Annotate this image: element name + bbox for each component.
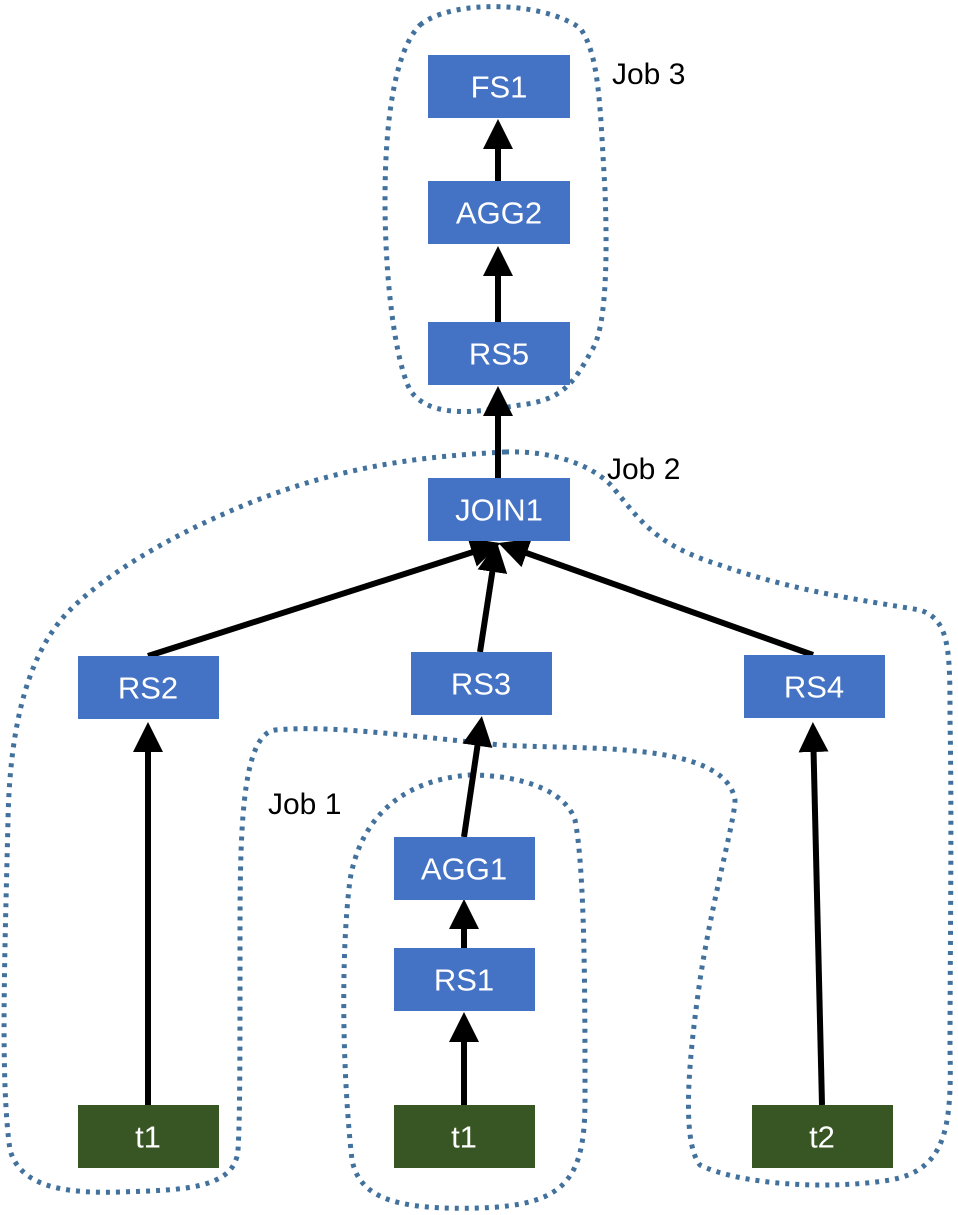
edge-rs2-join1 (147, 538, 501, 659)
node-rs4-label: RS4 (784, 670, 844, 705)
edge-t2-rs4 (798, 722, 829, 1106)
node-rs3: RS3 (411, 652, 552, 715)
edge-rs4-join1 (498, 538, 815, 658)
node-join1: JOIN1 (428, 478, 570, 541)
node-rs3-label: RS3 (451, 667, 511, 702)
edge-agg1-rs3 (461, 716, 493, 838)
node-rs2: RS2 (78, 656, 219, 719)
job3-label: Job 3 (612, 58, 685, 91)
node-rs2-label: RS2 (118, 671, 178, 706)
node-rs1: RS1 (394, 948, 535, 1011)
node-agg1: AGG1 (394, 837, 535, 900)
job3-outline (382, 4, 609, 414)
node-rs5-label: RS5 (469, 337, 529, 372)
node-join1-label: JOIN1 (455, 493, 543, 528)
table-t1-mid-label: t1 (451, 1120, 477, 1155)
node-fs1: FS1 (428, 55, 570, 118)
job1-label: Job 1 (268, 788, 341, 821)
job2-label: Job 2 (607, 453, 680, 486)
table-t1-left: t1 (78, 1105, 219, 1168)
table-t1-mid: t1 (394, 1105, 535, 1168)
table-t1-left-label: t1 (135, 1120, 161, 1155)
table-t2-label: t2 (809, 1120, 835, 1155)
node-agg1-label: AGG1 (421, 852, 507, 887)
node-agg2-label: AGG2 (456, 196, 542, 231)
edge-rs3-join1 (477, 542, 508, 653)
node-agg2: AGG2 (428, 181, 570, 244)
node-rs1-label: RS1 (434, 963, 494, 998)
table-t2: t2 (752, 1105, 893, 1168)
node-fs1-label: FS1 (471, 70, 528, 105)
node-rs5: RS5 (428, 322, 570, 385)
node-rs4: RS4 (744, 655, 885, 718)
